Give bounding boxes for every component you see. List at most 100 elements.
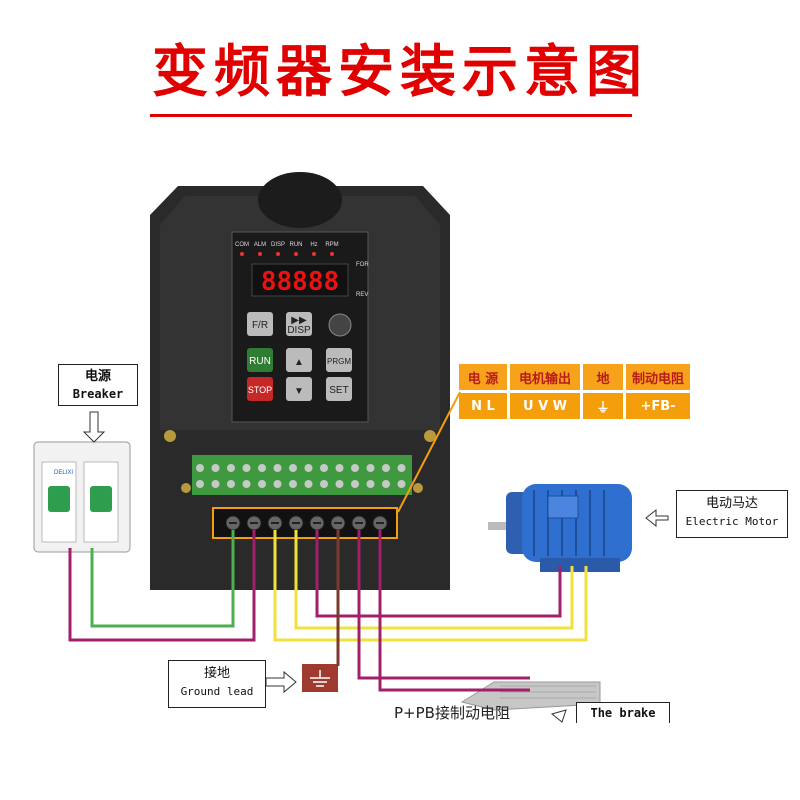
- display-digits: 88888: [261, 267, 339, 297]
- wire-2: [68, 530, 256, 642]
- led-indicator: [276, 252, 280, 256]
- led-indicator: [294, 252, 298, 256]
- control-terminal-screw: [258, 464, 266, 472]
- brake-arrow-icon: [550, 709, 567, 723]
- control-terminal-screw: [335, 480, 344, 488]
- circuit-breaker: DELIXI: [33, 441, 131, 553]
- control-terminal-screw: [242, 464, 251, 472]
- control-terminal-screw: [366, 480, 375, 488]
- ground-icon: [310, 670, 330, 687]
- control-terminal-screw: [211, 480, 220, 488]
- control-terminal-screw: [273, 464, 282, 472]
- breaker-arrow-icon: [82, 411, 106, 443]
- motor-label: 电动马达 Electric Motor: [676, 490, 788, 538]
- run-key[interactable]: [247, 348, 273, 372]
- prgm-key[interactable]: [326, 348, 352, 372]
- control-terminal-screw: [227, 480, 235, 488]
- callout-line: [397, 391, 461, 513]
- control-terminal-screw: [320, 464, 328, 472]
- run-key-label: RUN: [249, 356, 271, 367]
- screw: [181, 483, 191, 493]
- seven-seg-display: [251, 263, 349, 297]
- control-terminal-screw: [304, 480, 313, 488]
- control-terminal-block: [192, 455, 412, 495]
- control-terminal-screw: [289, 480, 297, 488]
- direction-leds: FOR REV: [356, 262, 369, 298]
- down-key[interactable]: [286, 377, 312, 401]
- terminal-header-brake: 制动电阻: [626, 364, 690, 390]
- screw: [424, 430, 436, 442]
- terminal-header-power: 电 源: [459, 364, 507, 390]
- control-terminal-screw: [242, 480, 251, 488]
- control-terminal-screw: [196, 480, 204, 488]
- disp-key[interactable]: [286, 312, 312, 336]
- wire-4: [294, 530, 574, 630]
- led-label-com: COM: [235, 242, 249, 248]
- ground-arrow-icon: [265, 670, 297, 694]
- fr-key[interactable]: [247, 312, 273, 336]
- power-terminal-block: [212, 507, 398, 539]
- ground-label-zh: 接地: [203, 666, 230, 681]
- control-terminal-screw: [351, 464, 359, 472]
- control-terminal-screw: [258, 480, 266, 488]
- led-indicator: [330, 252, 334, 256]
- wire-7: [357, 530, 530, 680]
- control-terminal-screw: [196, 464, 204, 472]
- terminal-header-motor: 电机输出: [510, 364, 580, 390]
- electric-motor: [488, 484, 632, 572]
- terminal-value-ground: ⏚: [583, 393, 623, 419]
- control-terminal-screw: [211, 464, 220, 472]
- led-label-disp: DISP: [271, 242, 285, 248]
- motor-label-en: Electric Motor: [685, 515, 779, 528]
- page-title: 变频器安装示意图: [152, 40, 648, 105]
- brake-caption: P+PB接制动电阻: [394, 704, 510, 722]
- fr-key-label: F/R: [252, 320, 268, 331]
- speed-knob[interactable]: [328, 313, 352, 337]
- control-terminal-screw: [382, 464, 390, 472]
- terminal-value-motor: U V W: [510, 393, 580, 419]
- control-terminal-screw: [273, 480, 282, 488]
- motor-label-zh: 电动马达: [705, 496, 758, 511]
- ground-label: 接地 Ground lead: [168, 660, 266, 708]
- wire-1: [90, 530, 235, 628]
- control-terminal-screw: [382, 480, 390, 488]
- stop-key-label: STOP: [248, 385, 272, 395]
- prgm-key-label: PRGM: [327, 357, 351, 366]
- control-terminal-screw: [366, 464, 375, 472]
- motor-arrow-icon: [645, 508, 669, 528]
- wire-5: [315, 530, 562, 618]
- terminal-value-brake: +FB-: [626, 393, 690, 419]
- breaker-label-en: Breaker: [72, 387, 124, 401]
- svg-text:DELIXI: DELIXI: [54, 470, 73, 476]
- screw: [164, 430, 176, 442]
- wire-3: [273, 530, 588, 642]
- screw: [413, 483, 423, 493]
- title-underline: [150, 114, 632, 117]
- led-label-alm: ALM: [254, 242, 266, 248]
- control-terminal-screw: [397, 480, 406, 488]
- set-key[interactable]: [326, 377, 352, 401]
- terminal-header-ground: 地: [583, 364, 623, 390]
- control-terminal-screw: [335, 464, 344, 472]
- led-label-run: RUN: [290, 242, 303, 248]
- control-terminal-screw: [289, 464, 297, 472]
- control-terminal-screw: [304, 464, 313, 472]
- disp-key-label: DISP: [287, 325, 311, 336]
- terminal-value-power: N L: [459, 393, 507, 419]
- led-label-hz: Hz: [310, 242, 317, 248]
- stop-key[interactable]: [247, 377, 273, 401]
- led-indicator: [258, 252, 262, 256]
- led-label-rev: REV: [356, 292, 368, 298]
- wire-8: [378, 530, 530, 692]
- led-indicator: [240, 252, 244, 256]
- up-key[interactable]: [286, 348, 312, 372]
- up-arrow-icon: ▲: [294, 357, 304, 368]
- ground-label-en: Ground lead: [180, 685, 254, 698]
- led-label-for: FOR: [356, 262, 369, 268]
- fast-forward-icon: ▶▶: [291, 315, 307, 326]
- control-terminal-screw: [320, 480, 328, 488]
- breaker-label: 电源 Breaker: [58, 364, 138, 406]
